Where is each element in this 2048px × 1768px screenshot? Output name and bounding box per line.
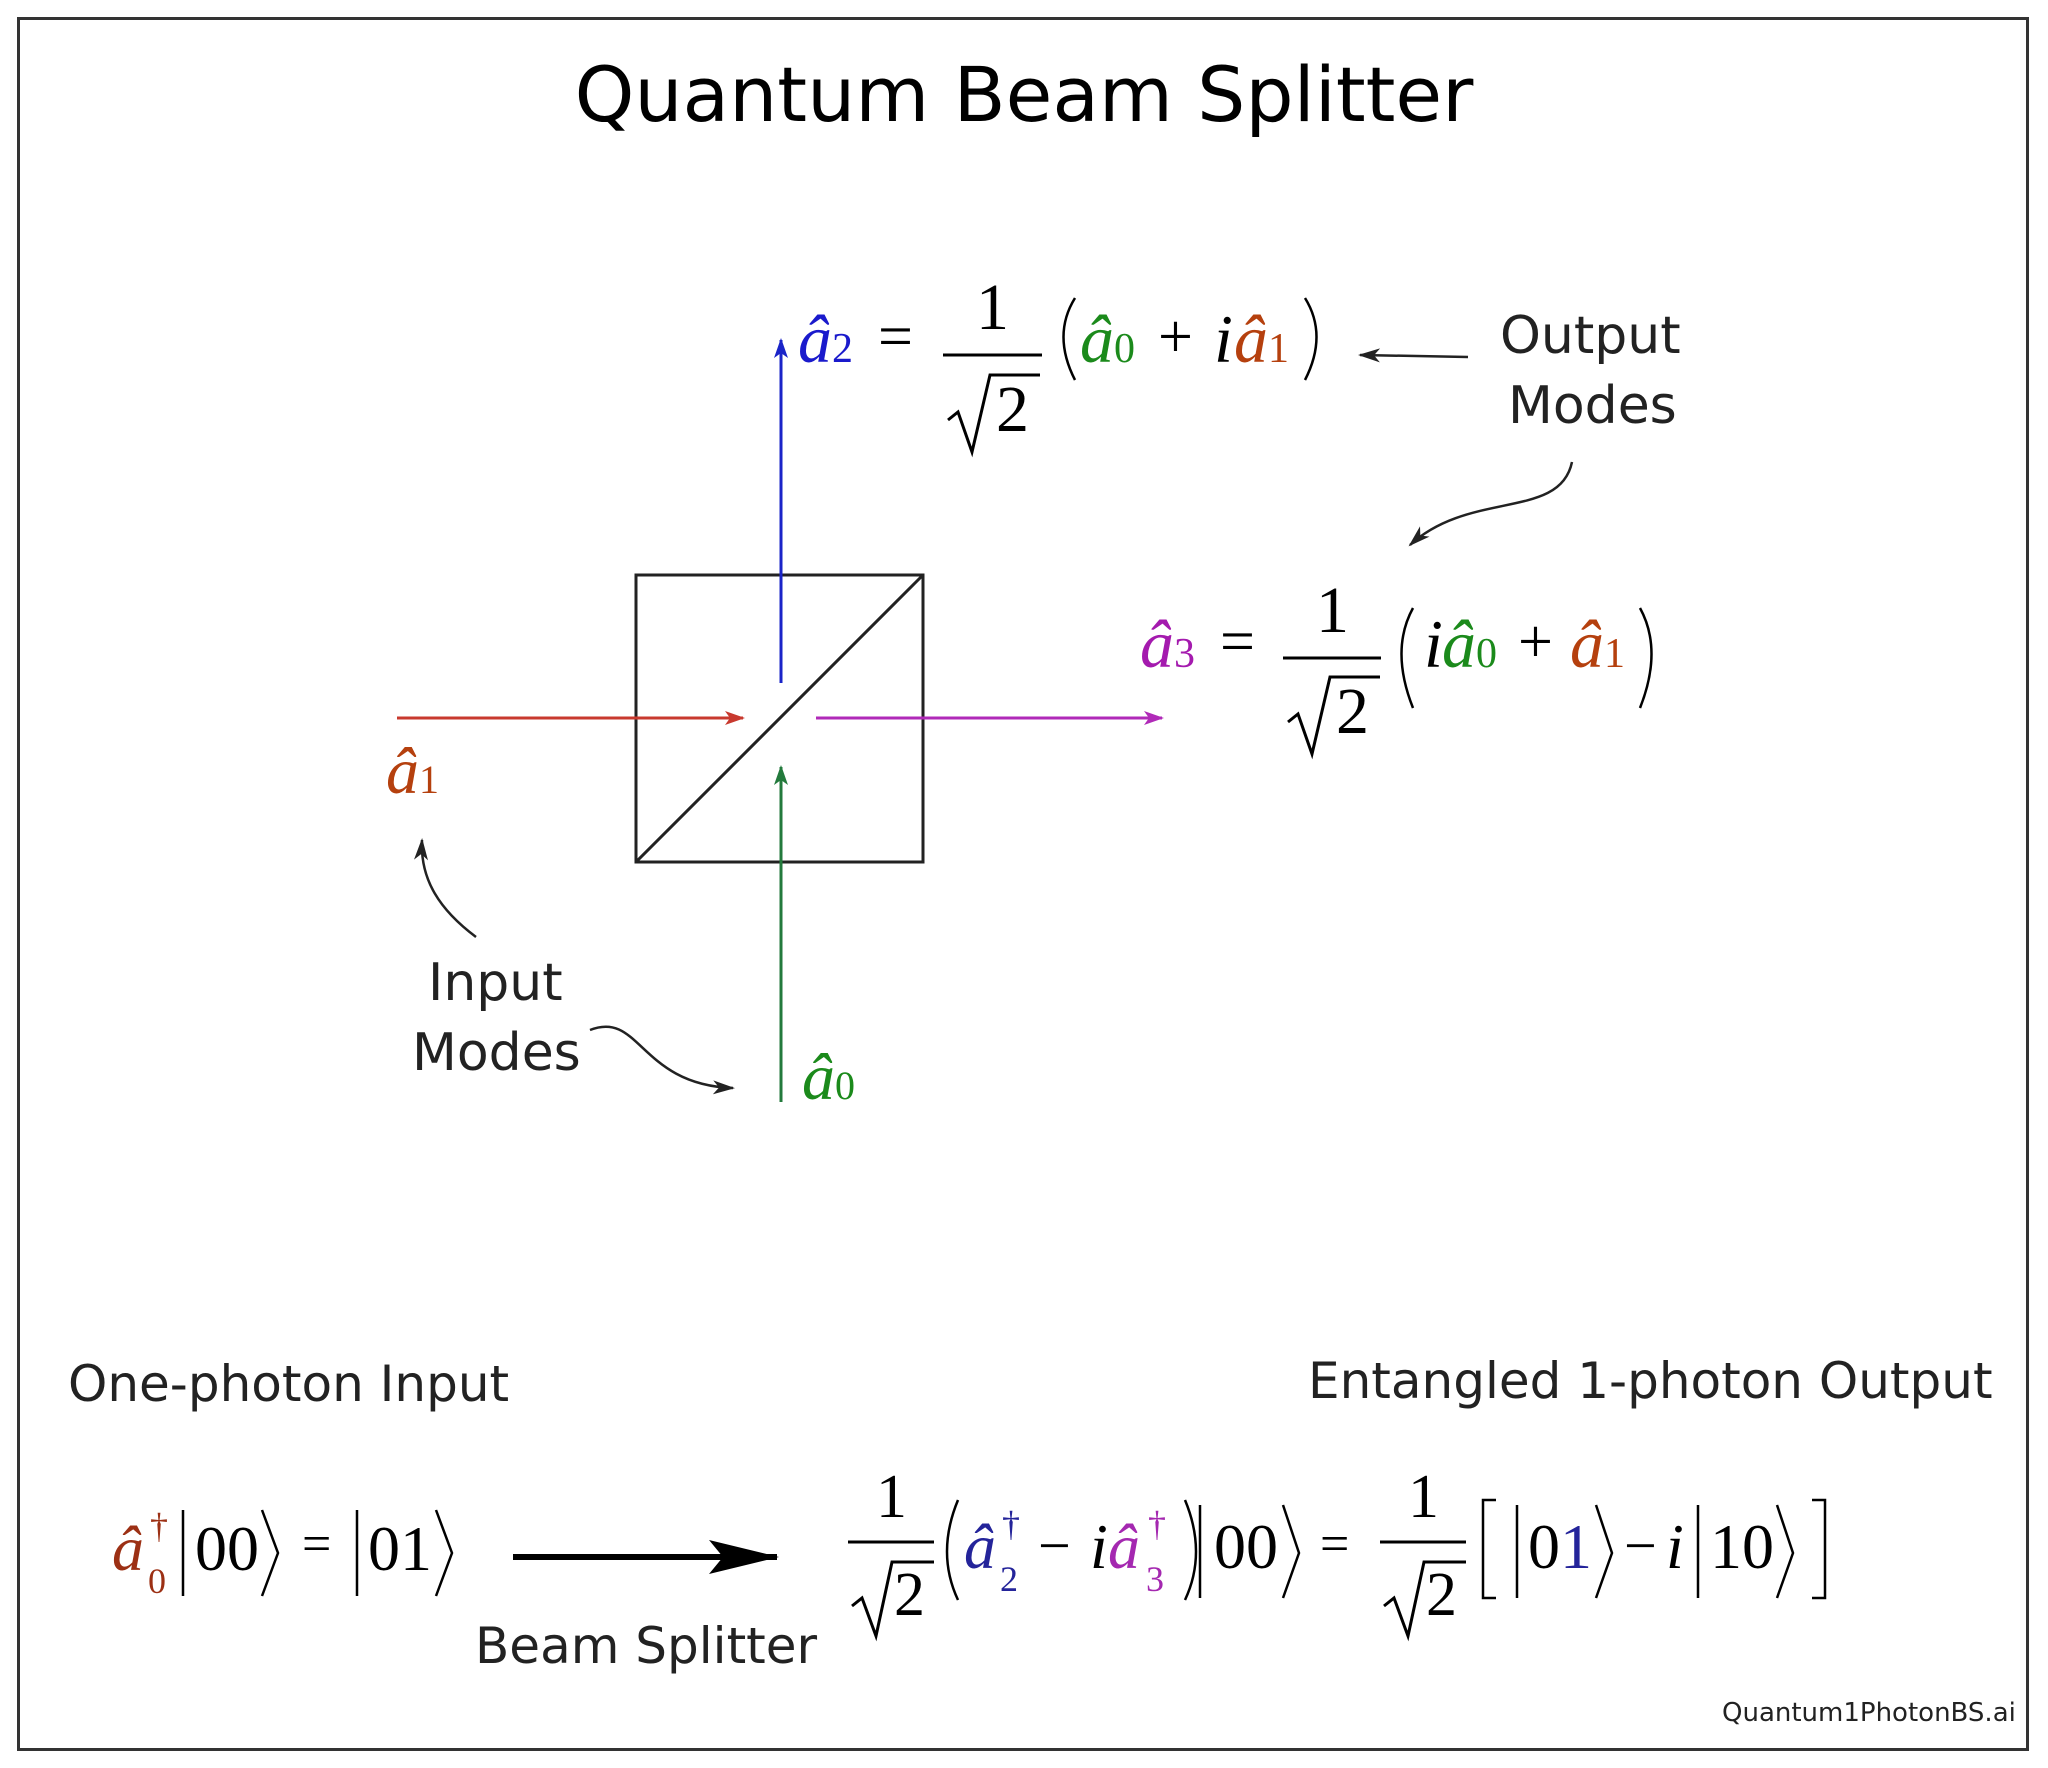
out-equals: = bbox=[1320, 1516, 1350, 1573]
out-i: i bbox=[1090, 1511, 1108, 1582]
out-ket-01-zero: 0 bbox=[1528, 1511, 1560, 1582]
eq-a2-symbol: â bbox=[798, 301, 832, 377]
eq-a2-num: 1 bbox=[976, 271, 1009, 344]
eq-a2-term1: â0 bbox=[1080, 300, 1135, 379]
input-eq-operator-symbol: â bbox=[112, 1513, 144, 1584]
eq-a3-plus: + bbox=[1518, 608, 1553, 676]
out-frac2-num: 1 bbox=[1408, 1463, 1439, 1531]
beam-splitter-diagonal bbox=[634, 573, 925, 864]
eq-a3-term2: â1 bbox=[1570, 605, 1625, 684]
eq-a3-i: i bbox=[1424, 606, 1443, 682]
eq-a3-lhs: â3 bbox=[1140, 605, 1195, 684]
eq-a2-term2-symbol: â bbox=[1234, 301, 1268, 377]
input-eq-index: 0 bbox=[148, 1561, 166, 1601]
paren-right-a3 bbox=[1638, 607, 1653, 709]
paren-left-a2 bbox=[1062, 297, 1077, 381]
paren-left-out bbox=[945, 1499, 960, 1601]
eq-a2-index: 2 bbox=[832, 326, 853, 372]
ket-angle-00-out bbox=[1281, 1504, 1301, 1599]
input-modes-label-line1: Input bbox=[428, 953, 563, 1013]
label-a0-symbol: â bbox=[802, 1041, 835, 1114]
ket-angle-01-out bbox=[1594, 1504, 1614, 1599]
label-a0-index: 0 bbox=[835, 1063, 855, 1108]
eq-a2-term1-symbol: â bbox=[1080, 301, 1114, 377]
beam-splitter-label: Beam Splitter bbox=[475, 1617, 818, 1675]
bracket-right bbox=[1812, 1498, 1827, 1600]
eq-a2-term1-index: 0 bbox=[1114, 326, 1135, 372]
input-ket-00: 00 bbox=[195, 1513, 259, 1584]
input-ket-01: 01 bbox=[368, 1513, 432, 1584]
label-a1: â1 bbox=[386, 734, 439, 810]
eq-a2-i: i bbox=[1214, 301, 1233, 377]
filename-label: Quantum1PhotonBS.ai bbox=[1722, 1698, 2016, 1728]
out-term-a2-index: 2 bbox=[1000, 1559, 1018, 1599]
eq-a3-num: 1 bbox=[1316, 574, 1349, 647]
input-eq-equals: = bbox=[302, 1516, 332, 1573]
out-term-a3-dagger: † bbox=[1148, 1504, 1166, 1544]
out-ket-00: 00 bbox=[1214, 1511, 1278, 1582]
paren-right-a2 bbox=[1303, 297, 1318, 381]
out-term-a2: â bbox=[964, 1510, 996, 1584]
input-modes-arrow-bottom bbox=[589, 1025, 735, 1095]
eq-a3-term2-symbol: â bbox=[1570, 606, 1604, 682]
sqrt-a3 bbox=[1287, 675, 1380, 760]
eq-a3-symbol: â bbox=[1140, 606, 1174, 682]
out-frac1-num: 1 bbox=[876, 1463, 907, 1531]
out-frac2-den: 2 bbox=[1426, 1561, 1457, 1629]
bracket-left bbox=[1481, 1498, 1496, 1600]
eq-a3-index: 3 bbox=[1174, 631, 1195, 677]
eq-a3-equals: = bbox=[1220, 608, 1255, 676]
out-term-a3-index: 3 bbox=[1146, 1559, 1164, 1599]
ket-angle-10-out bbox=[1775, 1504, 1795, 1599]
eq-a2-term2: â1 bbox=[1234, 300, 1289, 379]
out-term-a2-dagger: † bbox=[1002, 1504, 1020, 1544]
out-minus: − bbox=[1038, 1513, 1071, 1578]
eq-a2-den: 2 bbox=[996, 373, 1029, 446]
sqrt-out1 bbox=[851, 1560, 934, 1642]
out-term-a2-symbol: â bbox=[964, 1511, 996, 1582]
eq-a3-term1-index: 0 bbox=[1476, 631, 1497, 677]
paren-right-out bbox=[1183, 1499, 1198, 1601]
output-modes-label-line1: Output bbox=[1500, 306, 1681, 366]
eq-a3-term1-symbol: â bbox=[1442, 606, 1476, 682]
one-photon-input-label: One-photon Input bbox=[68, 1355, 510, 1413]
out-minus-2: − bbox=[1624, 1513, 1657, 1578]
out-i-2: i bbox=[1666, 1511, 1684, 1582]
entangled-output-label: Entangled 1-photon Output bbox=[1308, 1352, 1993, 1410]
sqrt-out2 bbox=[1383, 1560, 1466, 1642]
eq-a3-den: 2 bbox=[1336, 675, 1369, 748]
input-modes-arrow-top bbox=[414, 838, 477, 938]
eq-a2-lhs: â2 bbox=[798, 300, 853, 379]
input-eq-operator: â bbox=[112, 1512, 144, 1586]
output-modes-arrow-bottom bbox=[1408, 461, 1574, 547]
label-a1-index: 1 bbox=[419, 757, 439, 802]
sqrt-a2 bbox=[947, 373, 1040, 458]
ket-angle-01-in bbox=[434, 1509, 454, 1597]
ket-angle-00-in bbox=[260, 1509, 280, 1597]
eq-a3-term2-index: 1 bbox=[1604, 631, 1625, 677]
diagram-frame bbox=[17, 17, 2029, 1751]
out-term-a3: â bbox=[1108, 1510, 1140, 1584]
label-a1-symbol: â bbox=[386, 735, 419, 808]
input-modes-label-line2: Modes bbox=[412, 1023, 581, 1083]
input-eq-dagger: † bbox=[150, 1506, 168, 1546]
diagram-title: Quantum Beam Splitter bbox=[574, 50, 1474, 139]
out-term-a3-symbol: â bbox=[1108, 1511, 1140, 1582]
paren-left-a3 bbox=[1400, 607, 1415, 709]
out-ket-01: 01 bbox=[1528, 1510, 1592, 1584]
label-a0: â0 bbox=[802, 1040, 855, 1116]
eq-a2-equals: = bbox=[878, 303, 913, 371]
output-modes-arrow-top bbox=[1358, 348, 1469, 363]
out-ket-01-one: 1 bbox=[1560, 1511, 1592, 1582]
output-modes-label-line2: Modes bbox=[1508, 376, 1677, 436]
eq-a2-plus: + bbox=[1158, 303, 1193, 371]
out-frac1-den: 2 bbox=[894, 1561, 925, 1629]
eq-a3-term1: â0 bbox=[1442, 605, 1497, 684]
out-ket-10: 10 bbox=[1710, 1511, 1774, 1582]
eq-a2-term2-index: 1 bbox=[1268, 326, 1289, 372]
